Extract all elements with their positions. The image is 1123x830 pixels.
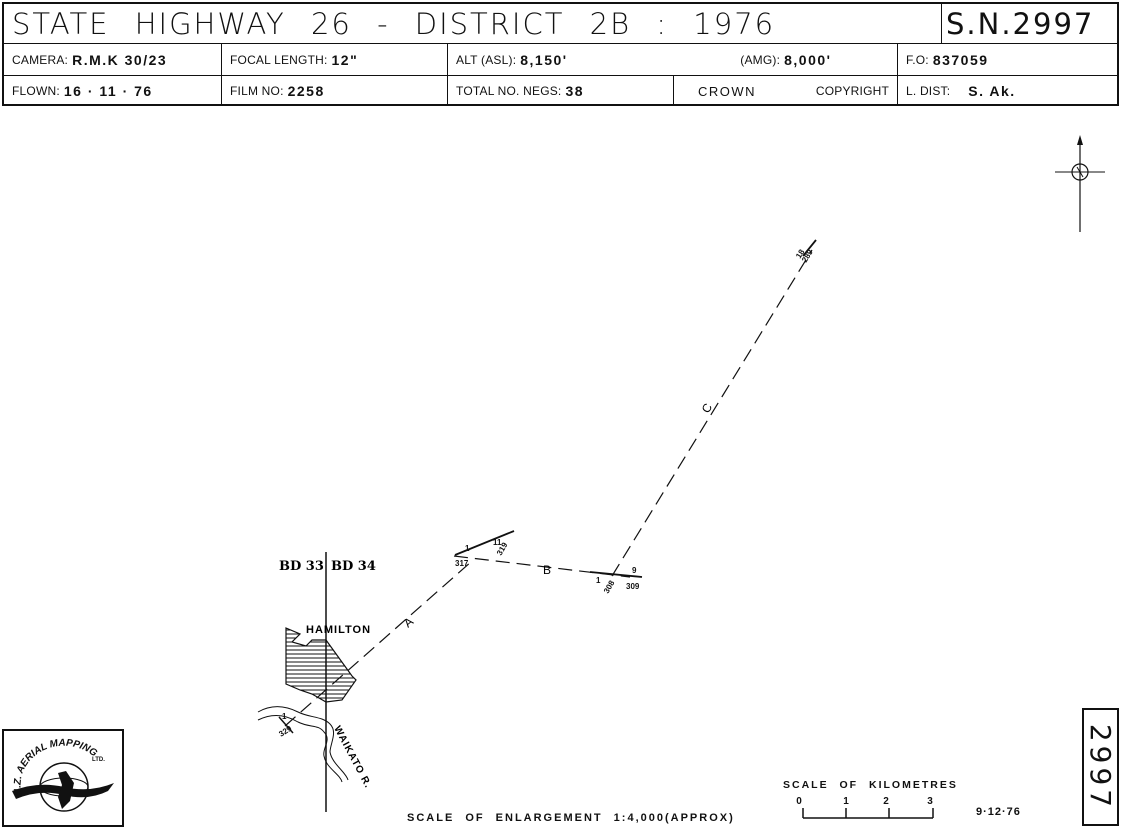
run-label-b: B <box>543 563 551 577</box>
north-arrow-head <box>1077 135 1083 145</box>
sheet-label-left: BD 33 <box>279 559 324 574</box>
fo-value: 837059 <box>932 51 989 68</box>
run-label-c: C <box>699 401 716 416</box>
scale-label-3: 3 <box>927 796 933 807</box>
fo-cell: F.O: 837059 <box>898 44 1117 75</box>
photo-label-a-start: 1 <box>282 712 287 721</box>
fo-label: F.O: <box>906 52 929 67</box>
flown-label: FLOWN: <box>12 84 60 98</box>
sheet-tag-number: 2997 <box>1084 723 1118 811</box>
photo-label-b-start: 317 <box>455 559 469 568</box>
focal-label: FOCAL LENGTH: <box>230 52 328 67</box>
flight-row: FLOWN: 16 · 11 · 76 FILM NO: 2258 TOTAL … <box>4 76 1117 106</box>
scale-label-0: 0 <box>796 796 802 807</box>
photo-label-b-end2-run: 9 <box>632 566 637 575</box>
flown-cell: FLOWN: 16 · 11 · 76 <box>4 76 222 106</box>
camera-label: CAMERA: <box>12 52 69 67</box>
scale-title: SCALE OF KILOMETRES <box>783 779 958 791</box>
ldist-cell: L. DIST: S. Ak. <box>898 76 1117 106</box>
amg-label: (AMG): <box>740 52 781 67</box>
alt-asl-label: ALT (ASL): <box>456 52 517 67</box>
scale-label-1: 1 <box>843 796 849 807</box>
alt-asl-value: 8,150' <box>520 51 568 68</box>
film-value: 2258 <box>287 83 325 99</box>
photo-label-b-end-run: 11 <box>493 538 502 547</box>
photo-label-b-end2: 309 <box>626 582 640 591</box>
photo-label-b-start-run: 1 <box>465 544 470 553</box>
north-arrow-mark <box>1076 166 1084 178</box>
film-cell: FILM NO: 2258 <box>222 76 448 106</box>
run-label-a: A <box>401 614 416 630</box>
focal-cell: FOCAL LENGTH: 12" <box>222 44 448 75</box>
town-label-hamilton: HAMILTON <box>306 624 371 636</box>
river-bank-east <box>257 715 343 783</box>
run-a-start-tick <box>278 716 294 734</box>
run-c-end-tick <box>802 239 817 257</box>
title-block: STATE HIGHWAY 26 - DISTRICT 2B : 1976 S.… <box>2 2 1119 106</box>
hamilton-urban-area <box>285 627 357 703</box>
river-label-waikato: WAIKATO R. <box>331 724 373 790</box>
film-label: FILM NO: <box>230 84 284 98</box>
scale-bar <box>802 808 934 819</box>
copyright-text: COPYRIGHT <box>815 84 889 98</box>
north-arrow-circle <box>1071 163 1089 181</box>
map-date: 9·12·76 <box>976 806 1021 818</box>
run-b-end-tick <box>589 571 643 578</box>
ldist-label: L. DIST: <box>906 84 951 98</box>
flight-run-c <box>611 249 813 577</box>
sheet-number: S.N.2997 <box>946 6 1095 41</box>
logo-subtext: LTD. <box>92 757 105 763</box>
camera-value: R.M.K 30/23 <box>72 51 168 68</box>
waikato-river <box>257 706 349 783</box>
copyright-cell: CROWN COPYRIGHT <box>674 76 898 106</box>
scale-label-2: 2 <box>883 796 889 807</box>
camera-row: CAMERA: R.M.K 30/23 FOCAL LENGTH: 12" AL… <box>4 44 1117 76</box>
title-row: STATE HIGHWAY 26 - DISTRICT 2B : 1976 S.… <box>4 4 1117 44</box>
photo-label-a-end: 329 <box>277 724 294 739</box>
negs-cell: TOTAL NO. NEGS: 38 <box>448 76 674 106</box>
enlargement-scale-text: SCALE OF ENLARGEMENT 1:4,000(APPROX) <box>407 812 735 824</box>
negs-value: 38 <box>565 83 585 99</box>
photo-label-c-start-run: 1 <box>596 576 601 585</box>
amg-value: 8,000' <box>784 51 832 68</box>
run-b-start-tick <box>454 530 515 556</box>
crown-text: CROWN <box>698 83 757 99</box>
logo-box: N.Z. AERIAL MAPPING LTD. <box>2 729 124 827</box>
river-bank-west <box>257 706 349 781</box>
altitude-cell: ALT (ASL): 8,150' (AMG): 8,000' <box>448 44 898 75</box>
negs-label: TOTAL NO. NEGS: <box>456 84 562 98</box>
survey-title: STATE HIGHWAY 26 - DISTRICT 2B : 1976 <box>4 4 942 43</box>
sheet-tag: 2997 <box>1082 708 1119 826</box>
photo-label-c-start: 308 <box>602 578 617 595</box>
camera-cell: CAMERA: R.M.K 30/23 <box>4 44 222 75</box>
logo-nz-map-icon <box>58 771 74 809</box>
sheet-label-right: BD 34 <box>331 559 376 574</box>
north-arrow <box>1055 135 1105 232</box>
flown-value: 16 · 11 · 76 <box>63 83 153 99</box>
ldist-value: S. Ak. <box>968 83 1016 99</box>
nz-aerial-mapping-logo: N.Z. AERIAL MAPPING LTD. <box>12 738 114 812</box>
focal-value: 12" <box>331 51 359 68</box>
